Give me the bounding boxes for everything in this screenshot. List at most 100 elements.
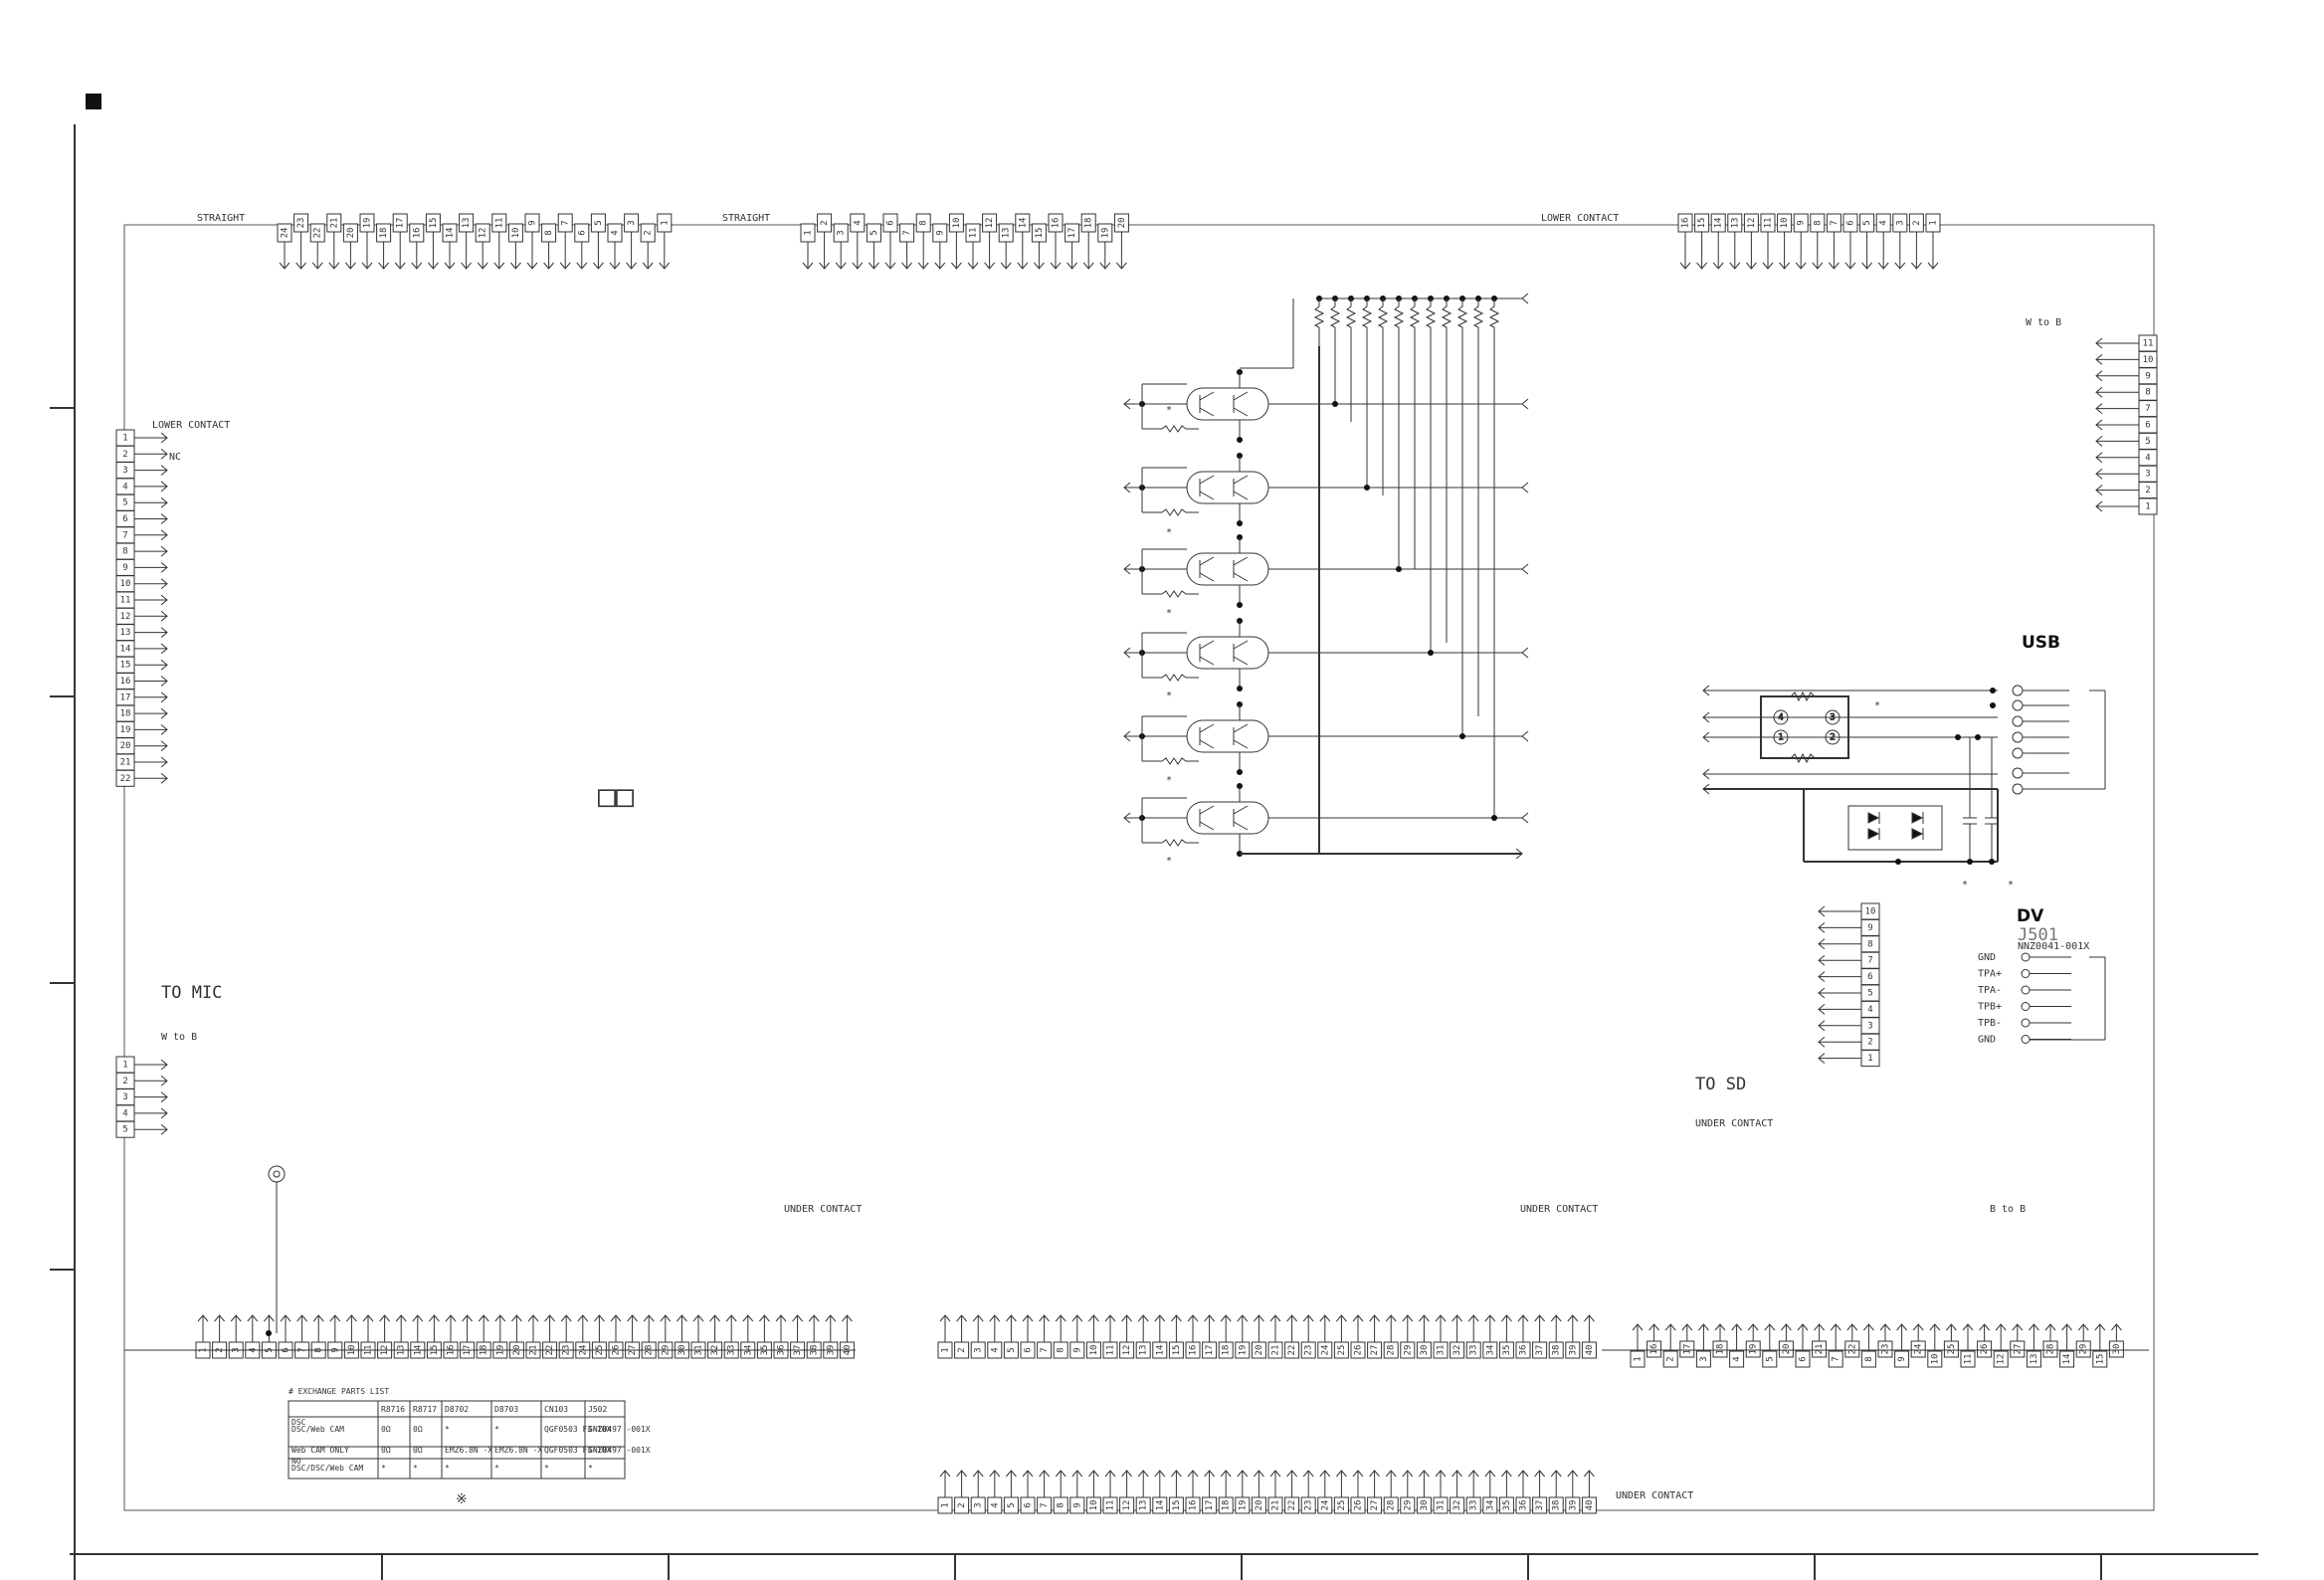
pin-number: 10 [511, 228, 521, 239]
arrow-left-icon [1702, 685, 1710, 696]
label-usb: USB [2022, 633, 2060, 653]
pin-number: 35 [1502, 1500, 1512, 1511]
arrow-down-icon [1762, 262, 1774, 270]
pin-number: 16 [1649, 1344, 1659, 1355]
pin-number: 8 [1867, 939, 1872, 949]
arrow-up-icon [1319, 1314, 1331, 1322]
arrow-up-icon [2012, 1323, 2024, 1331]
arrow-left-icon [1521, 647, 1529, 659]
arrow-up-icon [1979, 1323, 1990, 1331]
arrow-up-icon [1501, 1314, 1512, 1322]
pin-number: 19 [363, 218, 373, 229]
arrow-up-icon [660, 1314, 672, 1322]
pin-number: 7 [902, 230, 912, 235]
wire [1199, 640, 1215, 650]
pin-number: 20 [346, 228, 356, 239]
parts-table-cell: Web CAM ONLY [291, 1446, 349, 1455]
parts-table-border [288, 1400, 626, 1480]
transistor-pair-icon [1186, 552, 1269, 586]
arrow-down-icon [984, 262, 995, 270]
pin-number: 16 [1681, 218, 1691, 229]
esd-diode-block [1847, 805, 1943, 851]
star-3: * [1166, 608, 1172, 619]
pin-number: 4 [1867, 1005, 1872, 1015]
arrow-right-icon [160, 756, 168, 768]
wire [1233, 572, 1249, 582]
arrow-up-icon [1302, 1314, 1314, 1322]
arrow-up-icon [1995, 1323, 2007, 1331]
arrow-left-icon [1702, 731, 1710, 743]
pin-number: 5 [122, 498, 127, 508]
pin-number: 29 [1403, 1345, 1413, 1356]
pin-number: 13 [1002, 228, 1012, 239]
arrow-up-icon [1452, 1314, 1462, 1322]
arrow-up-icon [1336, 1314, 1347, 1322]
arrow-up-icon [429, 1314, 440, 1322]
arrow-right-icon [160, 707, 168, 719]
pin-number: 25 [1337, 1345, 1347, 1356]
arrow-up-icon [825, 1314, 837, 1322]
wire [1199, 475, 1215, 485]
arrow-up-icon [1846, 1323, 1858, 1331]
arrow-up-icon [1698, 1323, 1709, 1331]
pin-number: 37 [1535, 1345, 1545, 1356]
junction-dot [1967, 859, 1973, 865]
arrow-up-icon [1121, 1470, 1132, 1478]
arrow-up-icon [1022, 1470, 1034, 1478]
arrow-left-icon [1123, 812, 1131, 824]
pin-number: 2 [957, 1502, 967, 1507]
junction-dot [1237, 602, 1243, 608]
arrow-up-icon [329, 1314, 341, 1322]
pin-number: 34 [1485, 1345, 1495, 1356]
pin-number: 19 [1238, 1345, 1248, 1356]
arrow-up-icon [1137, 1470, 1149, 1478]
pin-number: 6 [1024, 1502, 1034, 1507]
arrow-down-icon [559, 262, 571, 270]
star-4: * [1166, 691, 1172, 701]
arrow-up-icon [1435, 1470, 1447, 1478]
pin-number: 34 [1485, 1500, 1495, 1511]
arrow-up-icon [1187, 1314, 1199, 1322]
ground-test-point-icon [268, 1165, 286, 1183]
wire [1233, 656, 1249, 666]
arrow-left-icon [1818, 954, 1826, 966]
pin-number: 25 [1947, 1344, 1957, 1355]
parts-table-cell: DSC [291, 1418, 306, 1427]
arrow-up-icon [230, 1314, 242, 1322]
arrow-down-icon [1746, 262, 1757, 270]
arrow-up-icon [1484, 1314, 1496, 1322]
arrow-up-icon [1385, 1470, 1397, 1478]
pin-number: 16 [1189, 1345, 1199, 1356]
arrow-right-icon [1515, 848, 1523, 860]
pin-number: 5 [1867, 989, 1872, 999]
pin-number: 9 [1867, 923, 1872, 933]
pin-number: 39 [1568, 1345, 1578, 1356]
arrow-up-icon [1929, 1323, 1941, 1331]
arrow-up-icon [1664, 1323, 1676, 1331]
arrow-up-icon [792, 1314, 803, 1322]
arrow-up-icon [1055, 1314, 1066, 1322]
label-dv: DV [2017, 906, 2044, 926]
arrow-down-icon [1812, 262, 1824, 270]
arrow-up-icon [1104, 1314, 1116, 1322]
arrow-down-icon [1829, 262, 1840, 270]
arrow-up-icon [1254, 1470, 1264, 1478]
pin-number: 5 [122, 1125, 127, 1135]
arrow-left-icon [2095, 386, 2103, 398]
arrow-up-icon [1369, 1470, 1380, 1478]
arrow-up-icon [1534, 1314, 1545, 1322]
arrow-up-icon [412, 1314, 424, 1322]
pin-number: 3 [627, 220, 637, 225]
arrow-left-icon [1123, 563, 1131, 575]
junction-dot [1237, 437, 1243, 443]
arrow-left-icon [1521, 730, 1529, 742]
arrow-up-icon [2029, 1323, 2039, 1331]
pin-number: 39 [1568, 1500, 1578, 1511]
arrow-up-icon [842, 1314, 853, 1322]
arrow-up-icon [1567, 1314, 1579, 1322]
arrow-up-icon [989, 1470, 1001, 1478]
pin-number: 15 [2095, 1354, 2105, 1365]
